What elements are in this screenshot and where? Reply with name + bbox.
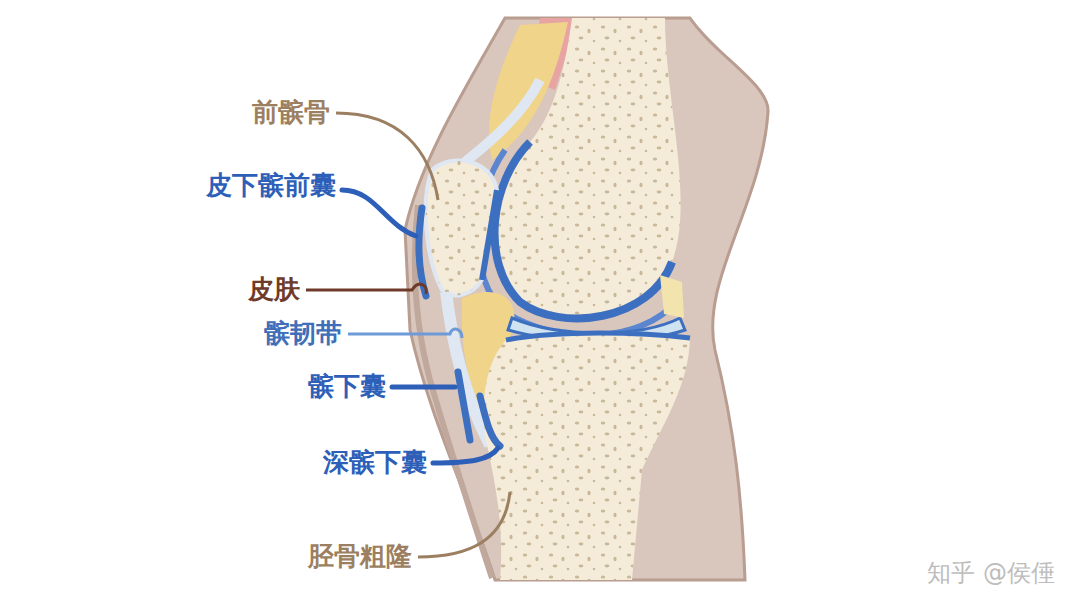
- part-label: 髌韧带: [264, 318, 342, 349]
- tibia-texture: [484, 331, 690, 580]
- leader-line: [342, 190, 416, 236]
- patella: [426, 160, 497, 295]
- femur-cartilage: [495, 142, 672, 318]
- part-label: 皮肤: [248, 274, 300, 305]
- part-label: 胫骨粗隆: [308, 541, 412, 572]
- leader-line: [392, 385, 455, 390]
- patella-cartilage: [482, 190, 497, 280]
- part-label: 皮下髌前囊: [206, 170, 336, 201]
- tibia-cartilage: [506, 333, 690, 340]
- leader-line: [306, 284, 426, 294]
- femur-texture: [495, 18, 681, 318]
- leader-line: [418, 492, 510, 557]
- leader-line: [336, 113, 438, 200]
- leader-line: [433, 448, 498, 463]
- leg-soft-tissue: [405, 18, 768, 580]
- infrapatellar-bursa: [458, 372, 470, 440]
- deep-infrapatellar-bursa: [480, 396, 500, 446]
- watermark: 知乎 @侯倕: [927, 559, 1055, 588]
- part-label: 深髌下囊: [323, 447, 427, 478]
- posterior-meniscus: [660, 275, 684, 318]
- part-label: 前髌骨: [252, 97, 330, 128]
- femur: [495, 18, 681, 318]
- part-label: 髌下囊: [308, 371, 386, 402]
- tibia: [484, 331, 690, 580]
- patella-texture: [426, 160, 497, 295]
- leader-line: [348, 329, 462, 338]
